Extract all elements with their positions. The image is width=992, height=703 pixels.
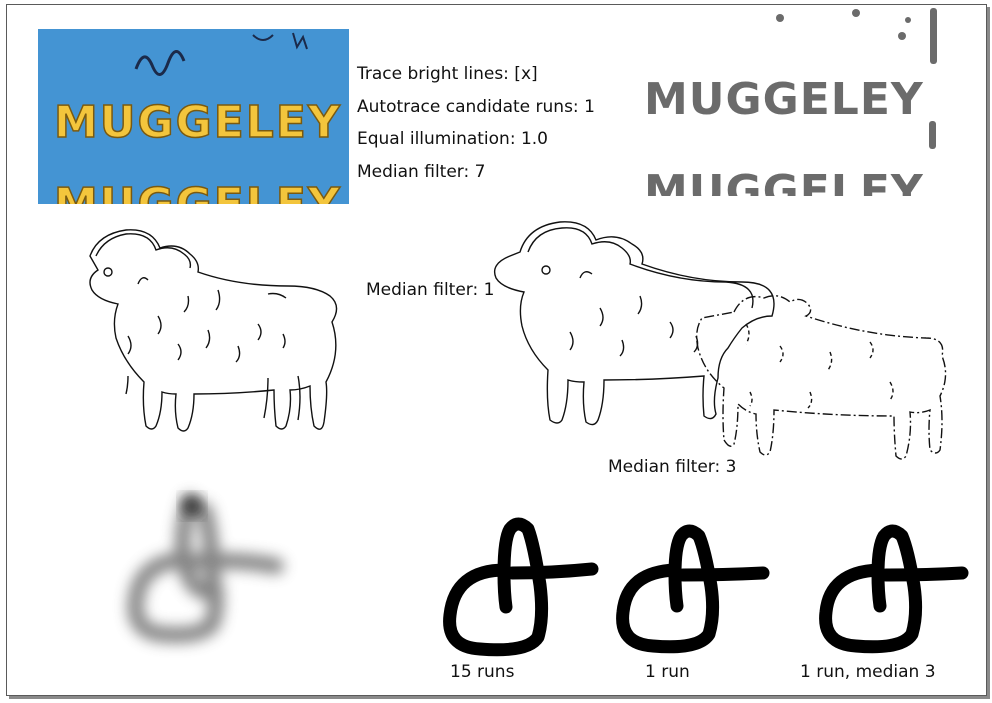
photo-line-2: MUGGELEY [54, 179, 342, 204]
setting-equal-illumination: Equal illumination: 1.0 [357, 129, 549, 149]
glyph-1-run [616, 524, 770, 654]
blurred-glyph [127, 494, 284, 643]
muggeley-photo: MUGGELEY MUGGELEY [38, 29, 349, 204]
traced-line-1: MUGGELEY [644, 74, 924, 125]
setting-median-filter: Median filter: 7 [357, 162, 486, 182]
glyph-15-runs [443, 517, 599, 657]
photo-line-1: MUGGELEY [54, 97, 342, 148]
label-median-filter-1: Median filter: 1 [366, 280, 495, 300]
setting-autotrace-runs: Autotrace candidate runs: 1 [357, 97, 595, 117]
label-1-run: 1 run [645, 662, 690, 682]
label-15-runs: 15 runs [450, 662, 515, 682]
glyph-1-run-median-3 [819, 524, 969, 654]
traced-muggeley-art: MUGGELEY MUGGELEY [644, 8, 937, 196]
sheep-outline-left [89, 229, 338, 432]
setting-trace-bright-lines: Trace bright lines: [x] [357, 64, 538, 84]
sheep-outline-median [493, 221, 947, 460]
traced-line-2: MUGGELEY [644, 166, 924, 196]
label-1-run-median-3: 1 run, median 3 [800, 662, 936, 682]
traced-muggeley: MUGGELEY MUGGELEY [640, 6, 940, 196]
muggeley-photo-art: MUGGELEY MUGGELEY [38, 29, 349, 204]
label-median-filter-3: Median filter: 3 [608, 457, 737, 477]
